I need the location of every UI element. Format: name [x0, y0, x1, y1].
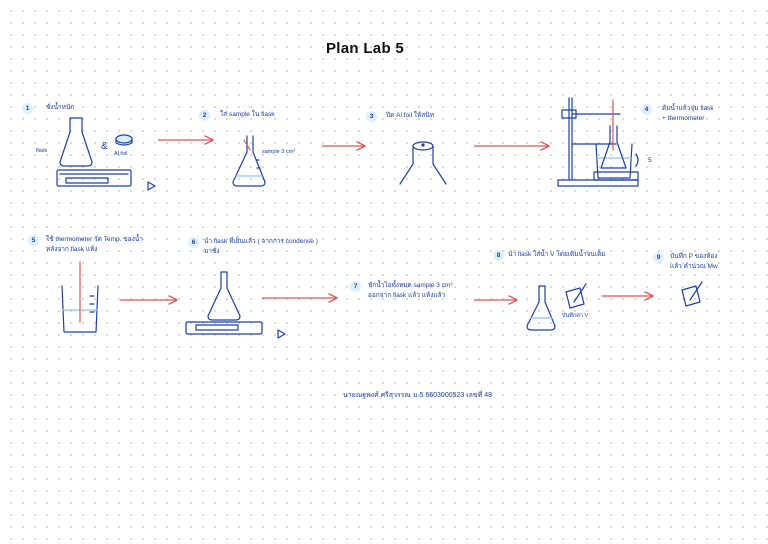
- step-2-label: ใส่ sample ใน flask: [220, 111, 275, 118]
- step-5-number: 5: [28, 235, 39, 246]
- step-8-number: 8: [493, 250, 504, 261]
- step-4-line2: + thermometer: [662, 115, 705, 123]
- step-1-label: ชั่งน้ำหนัก: [46, 104, 75, 111]
- hotplate-icon: [593, 171, 639, 181]
- foil-pinhole: [421, 143, 425, 147]
- step-5-label: ใช้ thermometer วัด Temp. ของน้ำ หลังจาก…: [46, 235, 143, 255]
- step-8-label: นำ flask ใส่น้ำ V โดยเติมน้ำจนเต็ม: [508, 251, 606, 258]
- step-4-number: 4: [641, 104, 652, 115]
- pencil-icon: [573, 283, 587, 303]
- step-2-number: 2: [199, 110, 210, 121]
- flask-with-sample-icon: [232, 135, 266, 187]
- step-6-label: นำ flask ที่เย็นแล้ว ( จากการ condense )…: [204, 237, 318, 257]
- water-beaker-icon: [595, 143, 633, 179]
- step-6-number: 6: [188, 237, 199, 248]
- step-7-label: หักน้ำไอทั้งหมด sample 3 cm³ ออกจาก flas…: [368, 281, 453, 301]
- ampersand-glyph: &: [101, 141, 108, 152]
- step6-balance-icon: [185, 321, 263, 335]
- retort-stand-base: [557, 179, 639, 187]
- al-foil-icon: [115, 134, 133, 144]
- bracket-glyph: [635, 153, 639, 167]
- beaker-count-label: 5: [648, 157, 652, 164]
- foil-cap-icon: [412, 141, 434, 151]
- balance-icon: [56, 169, 132, 187]
- sample-label: sample 3 cm³: [262, 149, 296, 155]
- step-6-line1: นำ flask ที่เย็นแล้ว ( จากการ condense ): [204, 238, 318, 245]
- immersed-flask-icon: [600, 125, 627, 169]
- record-pencil-icon: [689, 281, 703, 301]
- step-3-label: ปิด Al foil ให้สนิท: [386, 112, 435, 119]
- notepad-icon: [565, 287, 585, 309]
- volume-note-label: บันทึกค่า V: [562, 313, 589, 319]
- step-5-line2: หลังจาก flask แห้ง: [46, 246, 98, 254]
- water-flask-icon: [526, 285, 556, 331]
- step6-balance-display: [195, 324, 239, 331]
- step-6-line2: มาชั่ง: [204, 248, 220, 256]
- play-icon: [147, 181, 156, 191]
- step-4-label: ต้มน้ำแล้วจุ่ม flask + thermometer: [662, 104, 714, 124]
- step-9-line2: แล้ว คำนวณ Mw: [670, 263, 718, 271]
- cooled-flask-icon: [207, 271, 241, 321]
- step-4-line1: ต้มน้ำแล้วจุ่ม flask: [662, 105, 714, 112]
- foil-capped-flask-icon: [399, 145, 414, 185]
- flask-icon: [59, 117, 93, 167]
- thermometer-beaker-icon: [61, 285, 99, 333]
- step-9-line1: บันทึก P ของห้อง: [670, 253, 718, 260]
- al-foil-label: Al foil: [114, 151, 128, 157]
- step-9-label: บันทึก P ของห้อง แล้ว คำนวณ Mw: [670, 252, 718, 272]
- step-5-line1: ใช้ thermometer วัด Temp. ของน้ำ: [46, 236, 143, 243]
- author-footer: นายณฐพงศ์ ศรีสุวรรณ ม.5 6603000523 เลขที…: [343, 392, 493, 399]
- step-9-number: 9: [653, 252, 664, 263]
- record-notepad-icon: [681, 285, 701, 307]
- balance-display: [65, 177, 109, 184]
- step-7-line2: ออกจาก flask แล้ว แห้งแล้ว: [368, 292, 446, 300]
- step6-play-icon: [277, 329, 286, 339]
- clamp-holder: [561, 109, 577, 119]
- page-title: Plan Lab 5: [326, 40, 405, 57]
- sample-dropper: [243, 139, 251, 151]
- step-1-number: 1: [22, 103, 33, 114]
- flask-label: flask: [36, 148, 48, 154]
- step-7-line1: หักน้ำไอทั้งหมด sample 3 cm³: [368, 282, 453, 289]
- al-foil-side: [115, 138, 133, 146]
- step-3-number: 3: [366, 111, 377, 122]
- flask-right-side: [432, 145, 447, 185]
- step-7-number: 7: [350, 281, 361, 292]
